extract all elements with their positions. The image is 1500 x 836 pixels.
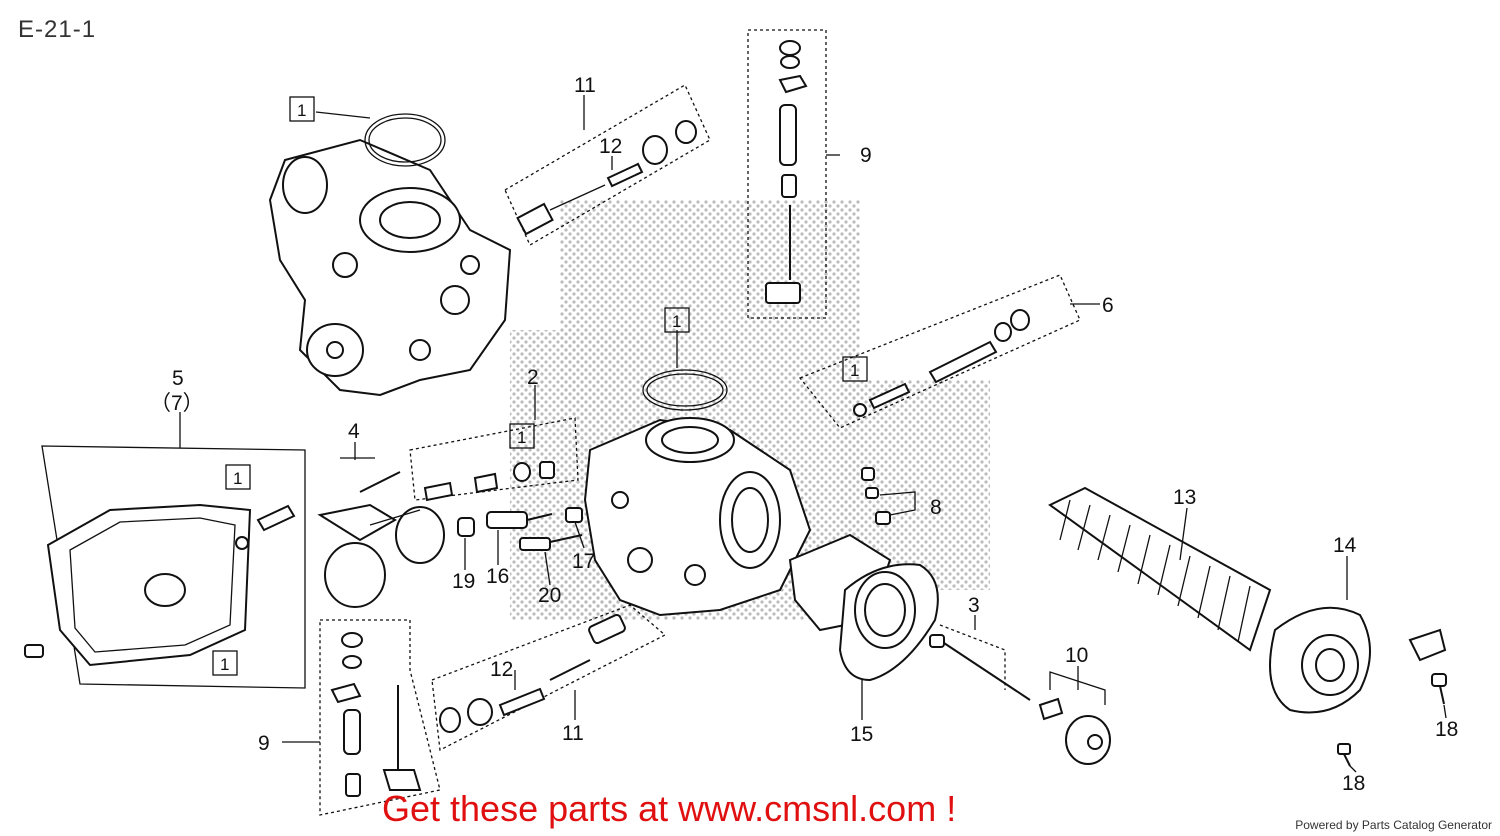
callout-15: 15: [850, 723, 873, 746]
callout-6: 6: [1102, 294, 1114, 317]
o-ring-center[interactable]: [642, 369, 728, 411]
group-11-lower[interactable]: [431, 604, 667, 752]
callout-9-lower: 9: [258, 732, 270, 755]
callout-1-box-f: 1: [220, 655, 229, 674]
o-ring-top-inner: [368, 117, 442, 163]
group-6[interactable]: [798, 274, 1081, 429]
part-14-cover[interactable]: [1269, 606, 1371, 714]
carburetor-body-center[interactable]: [583, 417, 812, 617]
callout-1-box-e: 1: [233, 469, 242, 488]
group-9-upper[interactable]: [747, 29, 827, 319]
callout-1-box-b: 1: [672, 312, 681, 331]
callout-3: 3: [968, 594, 980, 617]
callout-4: 4: [348, 420, 360, 443]
diagram-title: E-21-1: [18, 16, 97, 43]
jet-19[interactable]: [457, 517, 475, 537]
callout-5: 5: [172, 367, 184, 390]
o-ring-top[interactable]: [364, 113, 446, 167]
powered-by-footer: Powered by Parts Catalog Generator: [1295, 818, 1492, 832]
callout-11-lower: 11: [562, 722, 584, 745]
callout-12-lower: 12: [490, 658, 513, 681]
callout-13: 13: [1173, 486, 1196, 509]
callout-12-upper: 12: [599, 135, 622, 158]
callout-18-right: 18: [1435, 718, 1458, 741]
callout-19: 19: [452, 570, 475, 593]
carburetor-body-upper[interactable]: [268, 138, 512, 397]
callout-17: 17: [572, 550, 595, 573]
group-4-float[interactable]: [317, 457, 445, 608]
callout-2: 2: [527, 366, 539, 389]
callout-16: 16: [486, 565, 509, 588]
callout-14: 14: [1333, 534, 1357, 557]
group-2[interactable]: [409, 417, 579, 502]
callout-10: 10: [1065, 644, 1088, 667]
callout-9-upper: 9: [860, 144, 872, 167]
callout-1-box-a: 1: [297, 101, 306, 120]
callout-7: （7）: [150, 392, 204, 415]
part-18-screw-b[interactable]: [1337, 743, 1351, 767]
jet-17[interactable]: [565, 507, 583, 523]
part-15-diaphragm[interactable]: [788, 533, 939, 682]
jet-16[interactable]: [486, 511, 553, 529]
callout-8: 8: [930, 496, 942, 519]
group-5-float-chamber[interactable]: [24, 445, 306, 689]
part-18-screw-a[interactable]: [1408, 628, 1447, 705]
group-9-lower[interactable]: [319, 619, 441, 816]
promo-link[interactable]: Get these parts at www.cmsnl.com !: [382, 788, 957, 829]
jet-20[interactable]: [519, 534, 583, 551]
group-10[interactable]: [1038, 671, 1111, 765]
leader-lines: [179, 95, 1447, 773]
callout-1-box-c: 1: [850, 361, 859, 380]
callout-1-box-d: 1: [517, 428, 526, 447]
callout-18-bottom: 18: [1342, 772, 1365, 795]
callout-11-upper: 11: [574, 74, 596, 97]
callout-20: 20: [538, 584, 561, 607]
boxed-callouts: 1 1 1 1 1 1: [212, 96, 868, 676]
group-8[interactable]: [861, 467, 916, 525]
group-11-upper[interactable]: [504, 84, 711, 246]
callout-labels: 11 12 9 6 2 4 5 （7） 8 13 14 19 16 17 20 …: [150, 74, 1458, 795]
part-13-spring[interactable]: [1048, 486, 1272, 652]
group-3[interactable]: [929, 624, 1031, 701]
